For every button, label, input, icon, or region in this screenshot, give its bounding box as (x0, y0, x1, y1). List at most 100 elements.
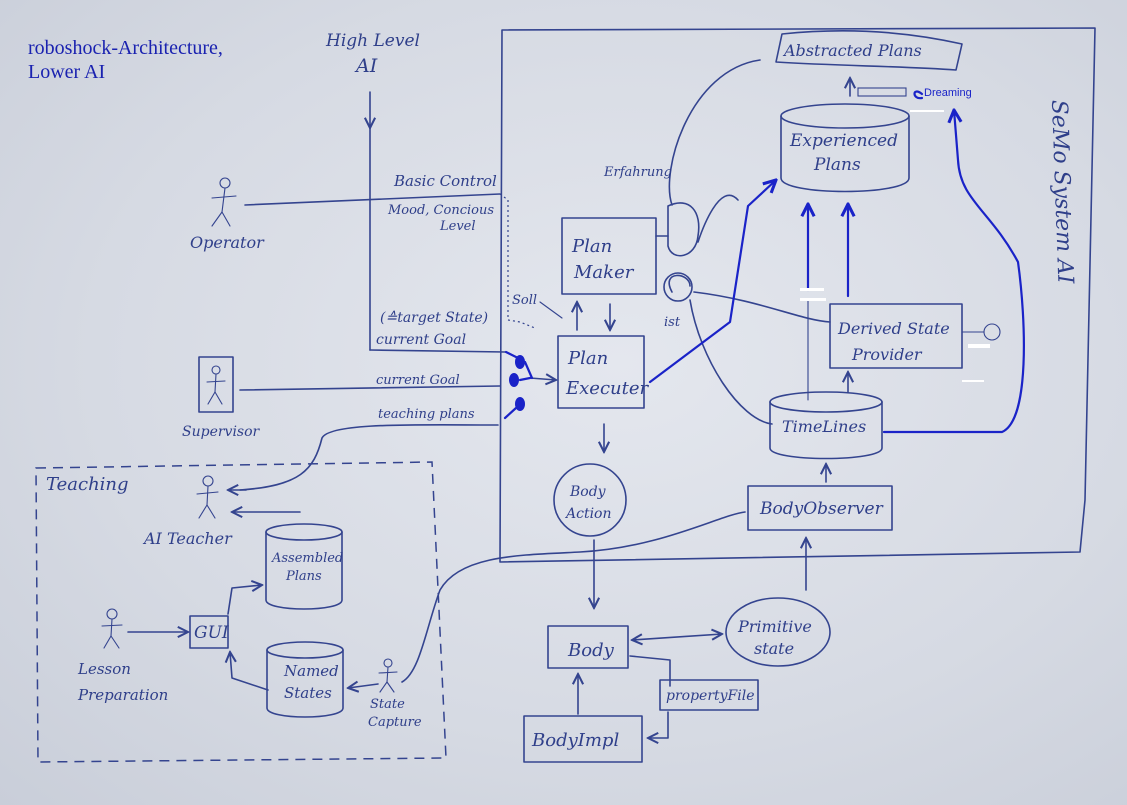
operator-actor-icon (211, 177, 237, 227)
derived-state-label-2: Provider (851, 345, 923, 364)
state-capture-actor-icon (378, 658, 398, 693)
supervisor-box (198, 356, 234, 413)
title-line-1: roboshock-Architecture, (28, 37, 223, 59)
body-box (547, 625, 629, 669)
gui-to-assembled-arrow (227, 585, 262, 615)
blue-plug-icons (503, 350, 534, 420)
current-goal-label-2: current Goal (376, 373, 460, 388)
timelines-label: TimeLines (782, 417, 866, 436)
gui-box (189, 615, 229, 649)
teaching-plans-label: teaching plans (378, 407, 475, 422)
goal-into-executer-arrow (529, 378, 556, 380)
lesson-label-2: Preparation (77, 686, 168, 704)
current-goal-line-1 (369, 349, 506, 353)
state-capture-label-1: State (370, 697, 405, 712)
dreaming-label: Dreaming (924, 87, 972, 99)
property-file-label: propertyFile (666, 688, 755, 704)
ist-to-timelines-line (689, 299, 773, 425)
plan-maker-box (561, 217, 657, 295)
state-capture-label-2: Capture (368, 715, 422, 730)
semo-system-label: SeMo System AI (1046, 99, 1077, 285)
plan-maker-label-2: Maker (573, 262, 635, 283)
experienced-plans-label-2: Plans (813, 155, 861, 175)
dreaming-blue-loop (882, 110, 1025, 434)
erfahrung-socket-icon (667, 202, 700, 257)
primitive-state-label-2: state (754, 639, 794, 658)
body-property-line (629, 655, 671, 687)
ai-teacher-label: AI Teacher (142, 529, 233, 548)
dreaming-socket-icon (913, 90, 924, 100)
assembled-plans-cylinder (265, 523, 343, 610)
high-level-ai-label-1: High Level (325, 31, 420, 51)
lesson-label-1: Lesson (77, 660, 131, 678)
property-to-impl-arrow (648, 711, 669, 738)
gui-label: GUI (194, 623, 229, 643)
control-dotted-line (499, 193, 536, 329)
body-observer-capture-line (401, 511, 746, 683)
named-to-gui-arrow (230, 652, 269, 691)
lesson-preparation-actor-icon (101, 608, 123, 649)
operator-control-line (244, 193, 501, 206)
abstracted-plans-box (775, 30, 963, 71)
timelines-cylinder (769, 391, 883, 460)
basic-control-label: Basic Control (393, 172, 497, 190)
capture-to-named-arrow (348, 684, 379, 688)
assembled-plans-label-1: Assembled (271, 551, 343, 566)
body-primitive-arrow (632, 634, 722, 640)
supervisor-goal-line (239, 385, 501, 391)
experienced-plans-label-1: Experienced (789, 131, 898, 151)
plan-executer-label-1: Plan (567, 348, 608, 369)
ai-teacher-actor-icon (196, 475, 219, 519)
experienced-to-erfahrung-line (697, 194, 739, 243)
primitive-state-circle (725, 597, 831, 667)
body-impl-label: BodyImpl (531, 730, 619, 751)
derived-state-provider-box (829, 303, 963, 369)
supervisor-label: Supervisor (182, 424, 261, 440)
soll-label: Soll (512, 293, 537, 308)
body-action-circle (553, 463, 627, 537)
experienced-plans-cylinder (780, 103, 910, 193)
ist-to-derived-line (693, 291, 831, 323)
executer-to-experienced-blue-arrow (648, 180, 776, 384)
teaching-plans-line (239, 423, 499, 491)
operator-label: Operator (190, 233, 265, 252)
white-marks (800, 110, 990, 382)
abstracted-to-erfahrung-line (668, 59, 761, 206)
erfahrung-label: Erfahrung (603, 165, 672, 180)
supervisor-actor-icon (206, 365, 226, 405)
target-state-label: (≙target State) (380, 310, 488, 326)
ist-curl (668, 274, 691, 293)
semo-system-frame (499, 27, 1096, 563)
soll-pointer (539, 301, 563, 319)
named-states-cylinder (266, 641, 344, 718)
plan-maker-label-1: Plan (571, 236, 612, 257)
current-goal-label-1: current Goal (376, 332, 466, 348)
teaching-label: Teaching (46, 474, 129, 495)
mood-label-2: Level (439, 219, 476, 234)
high-level-ai-label-2: AI (354, 55, 378, 77)
assembled-plans-label-2: Plans (285, 569, 322, 584)
body-observer-box (747, 485, 893, 531)
property-file-box (659, 679, 759, 711)
body-observer-label: BodyObserver (759, 499, 884, 519)
body-impl-box (523, 715, 643, 763)
dreaming-slot (857, 87, 907, 97)
mood-label-1: Mood, Concious (387, 203, 494, 218)
diagram-title: roboshock-Architecture, Lower AI (28, 36, 223, 84)
named-states-label-2: States (284, 684, 332, 702)
plan-executer-box (557, 335, 645, 409)
body-label: Body (567, 640, 615, 661)
abstracted-plans-label: Abstracted Plans (782, 41, 922, 60)
derived-state-label-1: Derived State (837, 319, 950, 338)
plan-executer-label-2: Executer (565, 378, 650, 399)
body-action-label-1: Body (569, 484, 607, 500)
teaching-frame (35, 461, 447, 763)
derived-socket-icon (983, 323, 1001, 341)
ist-socket-icon (663, 272, 693, 302)
ist-label: ist (664, 315, 681, 330)
primitive-state-label-1: Primitive (737, 617, 812, 636)
title-line-2: Lower AI (28, 61, 106, 83)
named-states-label-1: Named (283, 662, 339, 680)
